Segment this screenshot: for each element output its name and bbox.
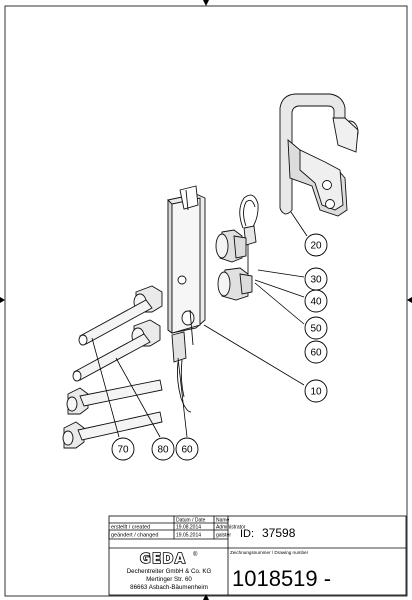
id-value: 37598 xyxy=(262,526,296,540)
date-column-header: Datum / Date xyxy=(176,518,206,524)
leader-line-10-5 xyxy=(203,324,305,386)
callout-group: 20 30 40 50 60 10 70 80 60 xyxy=(91,211,328,461)
callout-label-10-5: 10 xyxy=(310,387,322,398)
callout-label-30-1: 30 xyxy=(310,275,322,286)
leader-line-40-2 xyxy=(254,279,305,298)
created-date: 19.08.2014 xyxy=(176,525,201,531)
leader-line-50-3 xyxy=(254,282,305,325)
changed-date: 19.05.2014 xyxy=(176,533,201,539)
bolt-4 xyxy=(62,411,163,449)
callout-label-50-3: 50 xyxy=(310,324,322,335)
drawing-number: 1018519 - xyxy=(232,566,331,591)
leader-line-30-1 xyxy=(257,269,305,278)
changed-label: geändert / changed xyxy=(111,533,158,539)
company-street: Mertinger Str. 60 xyxy=(146,576,192,583)
drawing-frame xyxy=(4,5,408,597)
company-logo: GEDA xyxy=(140,552,186,567)
part-20-bracket xyxy=(279,93,359,217)
callout-label-40-2: 40 xyxy=(310,297,322,308)
id-label: ID: xyxy=(240,528,254,540)
callout-label-20-0: 20 xyxy=(310,241,322,252)
bolt-2 xyxy=(72,319,161,382)
created-name: Administrator xyxy=(216,525,246,531)
bolt-3 xyxy=(66,379,163,415)
part-10-sleeve xyxy=(167,185,206,413)
drawing-number-label: Zeichnungsnummer / Drawing number xyxy=(230,550,309,555)
callout-balloon-60-8 xyxy=(175,437,199,461)
leader-line-80-7 xyxy=(115,357,161,438)
callout-label-60-8: 60 xyxy=(181,445,193,456)
leader-line-70-6 xyxy=(91,337,120,438)
bolt-set xyxy=(62,285,163,449)
callout-balloon-50-3 xyxy=(304,316,328,340)
callout-label-60-4: 60 xyxy=(310,348,322,359)
callout-balloon-60-4 xyxy=(304,340,328,364)
changed-name: galster xyxy=(216,533,231,539)
name-column-header: Name xyxy=(216,518,230,524)
leader-line-60-8 xyxy=(177,357,188,438)
logo-registered-mark: ® xyxy=(193,551,198,558)
callout-label-70-6: 70 xyxy=(117,445,129,456)
callout-balloon-80-7 xyxy=(151,437,175,461)
bolt-1 xyxy=(78,285,163,346)
created-label: erstellt / created xyxy=(111,525,150,531)
callout-balloon-40-2 xyxy=(304,289,328,313)
callout-balloon-20-0 xyxy=(304,233,328,257)
company-city: 86663 Asbach-Bäumenheim xyxy=(130,584,208,591)
callout-balloon-10-5 xyxy=(304,379,328,403)
callout-balloon-70-6 xyxy=(111,437,135,461)
title-block: Datum / Date Name erstellt / created 19.… xyxy=(108,515,407,596)
callout-label-80-7: 80 xyxy=(157,445,169,456)
company-name: Dechentreiter GmbH & Co. KG xyxy=(127,568,212,575)
part-30-eyelet-fittings xyxy=(215,194,259,301)
leader-line-20-0 xyxy=(290,211,308,237)
